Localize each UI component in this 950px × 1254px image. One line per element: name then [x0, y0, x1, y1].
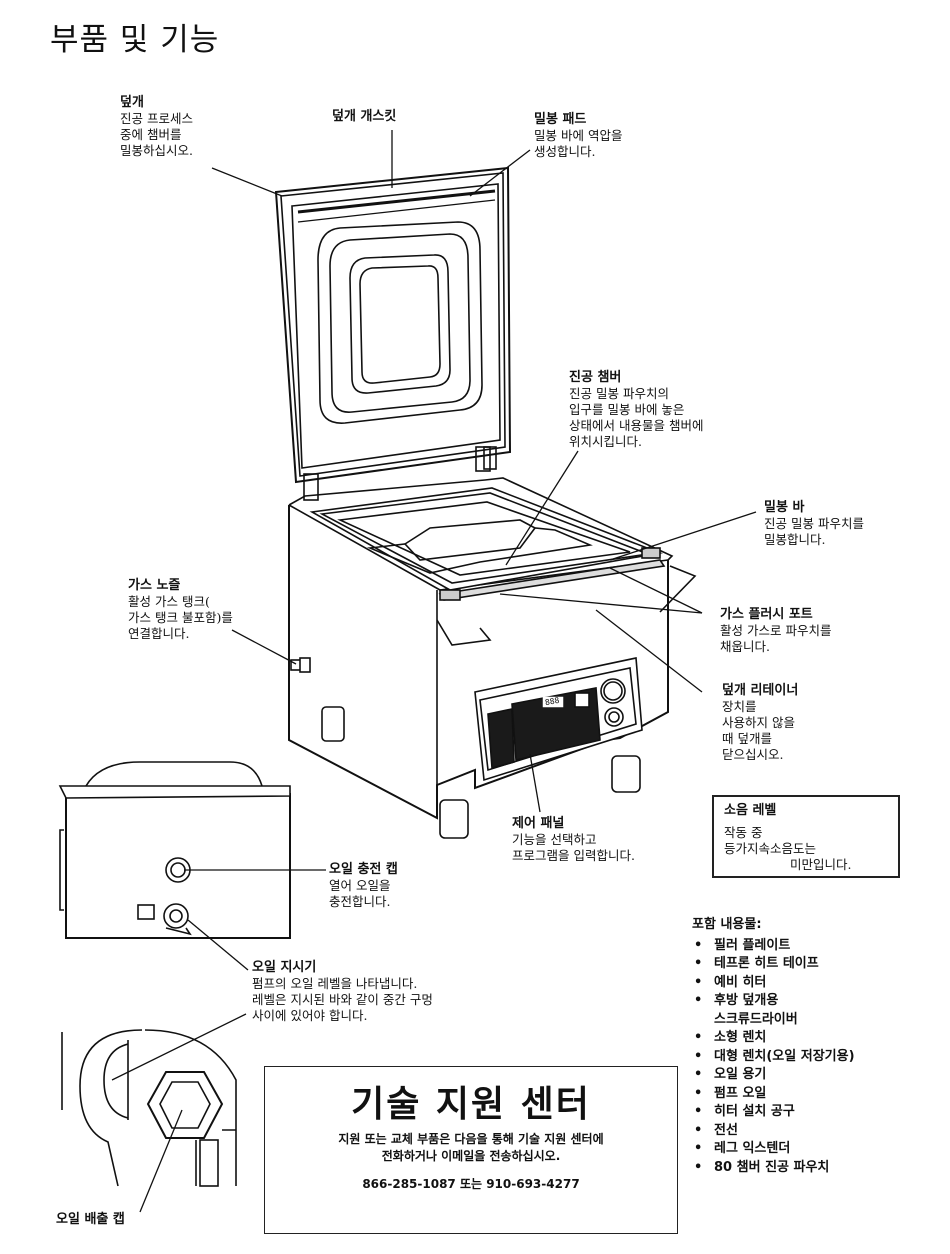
lid-retainer-title: 덮개 리테이너	[722, 683, 799, 698]
callout-seal-pad: 밀봉 패드 밀봉 바에 역압을 생성합니다.	[534, 112, 622, 160]
gas-nozzle-text: 활성 가스 탱크( 가스 탱크 불포함)를 연결합니다.	[128, 594, 233, 641]
list-item: 소형 렌치	[692, 1029, 855, 1048]
oil-indicator-text: 펌프의 오일 레벨을 나타냅니다. 레벨은 지시된 바와 같이 중간 구멍 사이…	[252, 976, 433, 1023]
control-panel-title: 제어 패널	[512, 816, 565, 831]
leader-lines	[111, 130, 757, 1213]
noise-level-line2: 등가지속소음도는	[724, 841, 817, 856]
lid-gasket-title: 덮개 개스킷	[332, 109, 397, 124]
noise-level-line1: 작동 중	[724, 825, 763, 840]
noise-level-title: 소음 레벨	[724, 803, 777, 818]
list-item: 히터 설치 공구	[692, 1103, 855, 1122]
list-item: 펌프 오일	[692, 1085, 855, 1104]
support-phone: 866-285-1087 또는 910-693-4277	[362, 1177, 580, 1191]
pump-detail-drawing	[61, 1029, 237, 1187]
callout-lid-retainer: 덮개 리테이너 장치를 사용하지 않을 때 덮개를 닫으십시오.	[722, 683, 798, 763]
seal-bar-title: 밀봉 바	[764, 500, 805, 515]
list-item: 80 챔버 진공 파우치	[692, 1159, 855, 1178]
included-contents: 포함 내용물: 필러 플레이트 테프론 히트 테이프 예비 히터 후방 덮개용 …	[692, 916, 855, 1177]
callout-lid-gasket: 덮개 개스킷	[332, 109, 396, 125]
list-item: 대형 렌치(오일 저장기용)	[692, 1048, 855, 1067]
noise-level-line3: 미만입니다.	[790, 857, 852, 872]
list-item: 예비 히터	[692, 974, 855, 993]
seal-bar-text: 진공 밀봉 파우치를 밀봉합니다.	[764, 516, 864, 547]
lid-drawing	[274, 166, 512, 501]
list-item: 전선	[692, 1122, 855, 1141]
list-item: 레그 익스텐더	[692, 1140, 855, 1159]
gas-flush-port-title: 가스 플러시 포트	[720, 607, 813, 622]
list-item: 후방 덮개용 스크류드라이버	[692, 992, 855, 1029]
seal-pad-text: 밀봉 바에 역압을 생성합니다.	[534, 128, 623, 159]
gas-flush-port-text: 활성 가스로 파우치를 채웁니다.	[720, 623, 832, 654]
lid-text: 진공 프로세스 중에 챔버를 밀봉하십시오.	[120, 111, 193, 158]
support-line2: 전화하거나 이메일을 전송하십시오.	[381, 1149, 561, 1163]
callout-gas-nozzle: 가스 노즐 활성 가스 탱크( 가스 탱크 불포함)를 연결합니다.	[128, 578, 233, 642]
gas-nozzle-title: 가스 노즐	[128, 578, 181, 593]
noise-level-box: 소음 레벨 작동 중 등가지속소음도는 미만입니다.	[712, 795, 900, 878]
list-item: 필러 플레이트	[692, 937, 855, 956]
side-view-drawing	[58, 761, 291, 939]
callout-gas-flush-port: 가스 플러시 포트 활성 가스로 파우치를 채웁니다.	[720, 607, 831, 655]
support-title: 기술 지원 센터	[351, 1084, 591, 1125]
page-title: 부품 및 기능	[50, 22, 220, 58]
lid-retainer-text: 장치를 사용하지 않을 때 덮개를 닫으십시오.	[722, 699, 795, 762]
support-box: 기술 지원 센터 지원 또는 교체 부품은 다음을 통해 기술 지원 센터에 전…	[264, 1066, 678, 1234]
callout-seal-bar: 밀봉 바 진공 밀봉 파우치를 밀봉합니다.	[764, 500, 864, 548]
callout-oil-fill-cap: 오일 충전 캡 열어 오일을 충전합니다.	[329, 862, 398, 910]
included-title: 포함 내용물:	[692, 917, 762, 932]
callout-control-panel: 제어 패널 기능을 선택하고 프로그램을 입력합니다.	[512, 816, 635, 864]
oil-fill-cap-text: 열어 오일을 충전합니다.	[329, 878, 391, 909]
vacuum-chamber-text: 진공 밀봉 파우치의 입구를 밀봉 바에 놓은 상태에서 내용물을 챔버에 위치…	[569, 386, 704, 449]
body-drawing	[288, 477, 697, 839]
seal-pad-title: 밀봉 패드	[534, 112, 587, 127]
support-line1: 지원 또는 교체 부품은 다음을 통해 기술 지원 센터에	[338, 1132, 604, 1146]
control-panel-text: 기능을 선택하고 프로그램을 입력합니다.	[512, 832, 635, 863]
oil-fill-cap-title: 오일 충전 캡	[329, 862, 398, 877]
callout-lid: 덮개 진공 프로세스 중에 챔버를 밀봉하십시오.	[120, 95, 193, 159]
oil-indicator-title: 오일 지시기	[252, 960, 317, 975]
vacuum-chamber-title: 진공 챔버	[569, 370, 622, 385]
callout-oil-drain-cap: 오일 배출 캡	[56, 1212, 125, 1228]
callout-oil-indicator: 오일 지시기 펌프의 오일 레벨을 나타냅니다. 레벨은 지시된 바와 같이 중…	[252, 960, 433, 1024]
list-item: 테프론 히트 테이프	[692, 955, 855, 974]
list-item: 오일 용기	[692, 1066, 855, 1085]
included-list: 필러 플레이트 테프론 히트 테이프 예비 히터 후방 덮개용 스크류드라이버 …	[692, 937, 855, 1178]
lid-title: 덮개	[120, 95, 144, 110]
oil-drain-cap-title: 오일 배출 캡	[56, 1212, 125, 1227]
callout-vacuum-chamber: 진공 챔버 진공 밀봉 파우치의 입구를 밀봉 바에 놓은 상태에서 내용물을 …	[569, 370, 703, 450]
